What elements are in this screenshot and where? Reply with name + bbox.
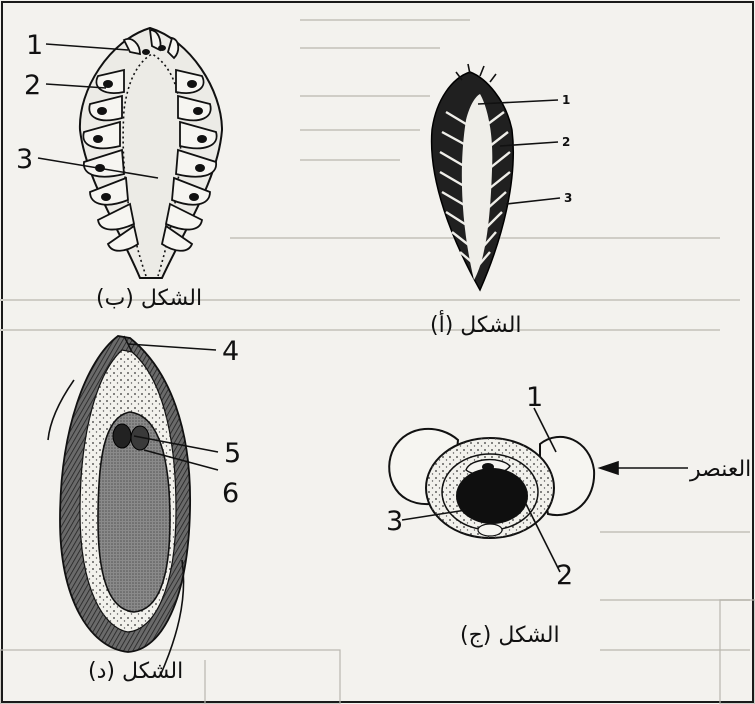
figure-a-drawing — [432, 64, 560, 290]
figure-a-label-1: 1 — [562, 93, 570, 107]
figure-d-caption: الشكل (د) — [88, 659, 183, 684]
figure-a-label-3: 3 — [564, 191, 572, 205]
figure-d-label-4: 4 — [222, 336, 239, 367]
figure-c-label-1: 1 — [526, 382, 543, 413]
figure-c-element-label: العنصر x — [689, 457, 755, 482]
figure-b-label-1: 1 — [26, 30, 43, 61]
figure-c-label-2: 2 — [556, 560, 573, 591]
figure-d-label-6: 6 — [222, 478, 239, 509]
figure-c-drawing — [389, 408, 688, 572]
figure-b-drawing — [38, 28, 222, 278]
figure-c-label-3: 3 — [386, 506, 403, 537]
figure-d-label-5: 5 — [224, 438, 241, 469]
figure-a-caption: الشكل (أ) — [430, 310, 522, 338]
figure-b-caption: الشكل (ب) — [96, 286, 202, 311]
figure-b-label-2: 2 — [24, 70, 41, 101]
figure-a-label-2: 2 — [562, 135, 570, 149]
figure-b-label-3: 3 — [16, 144, 33, 175]
figure-d-drawing — [48, 336, 218, 676]
figure-c-caption: الشكل (ج) — [460, 623, 560, 648]
